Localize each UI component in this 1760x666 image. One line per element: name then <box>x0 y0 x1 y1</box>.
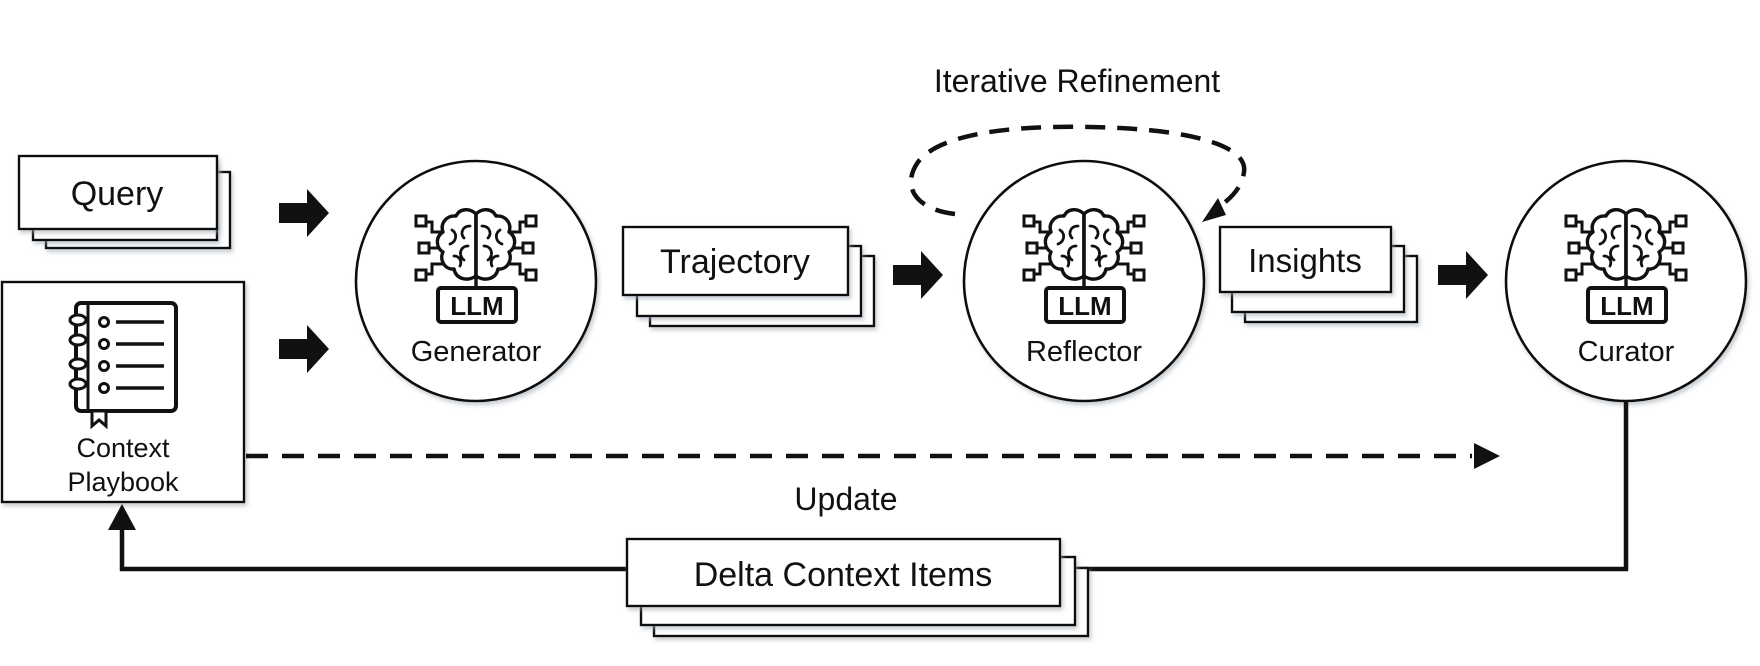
query-card-stack: Query <box>17 154 232 250</box>
refinement-loop-arrow <box>908 124 1247 217</box>
query-arrow <box>279 189 329 237</box>
refinement-loop-arrowhead <box>1202 198 1226 222</box>
query-label: Query <box>71 175 164 213</box>
trajectory-arrow <box>893 251 943 299</box>
generator-badge: LLM <box>450 291 503 321</box>
reflector-node: LLM Reflector <box>962 159 1206 403</box>
delta-context-card-stack: Delta Context Items <box>625 537 1090 638</box>
playbook-label-line1: Context <box>76 433 170 463</box>
generator-label: Generator <box>411 336 542 368</box>
update-label: Update <box>794 481 897 517</box>
trajectory-card-stack: Trajectory <box>621 225 876 328</box>
insights-card-stack: Insights <box>1218 225 1419 324</box>
trajectory-label: Trajectory <box>660 243 810 281</box>
context-playbook-box: Context Playbook <box>0 280 246 504</box>
playbook-arrow <box>279 325 329 373</box>
reflector-badge: LLM <box>1058 291 1111 321</box>
curator-node: LLM Curator <box>1504 159 1748 403</box>
insights-label: Insights <box>1248 242 1362 279</box>
loop-label: Iterative Refinement <box>934 63 1220 99</box>
delta-context-label: Delta Context Items <box>694 556 993 594</box>
feedback-arrowhead <box>108 504 136 530</box>
update-arrowhead <box>1474 443 1500 469</box>
playbook-label-line2: Playbook <box>67 467 179 497</box>
insights-arrow <box>1438 251 1488 299</box>
notebook-icon <box>68 301 178 430</box>
curator-badge: LLM <box>1600 291 1653 321</box>
generator-node: LLM Generator <box>354 159 598 403</box>
curator-label: Curator <box>1578 336 1675 368</box>
reflector-label: Reflector <box>1026 336 1142 368</box>
